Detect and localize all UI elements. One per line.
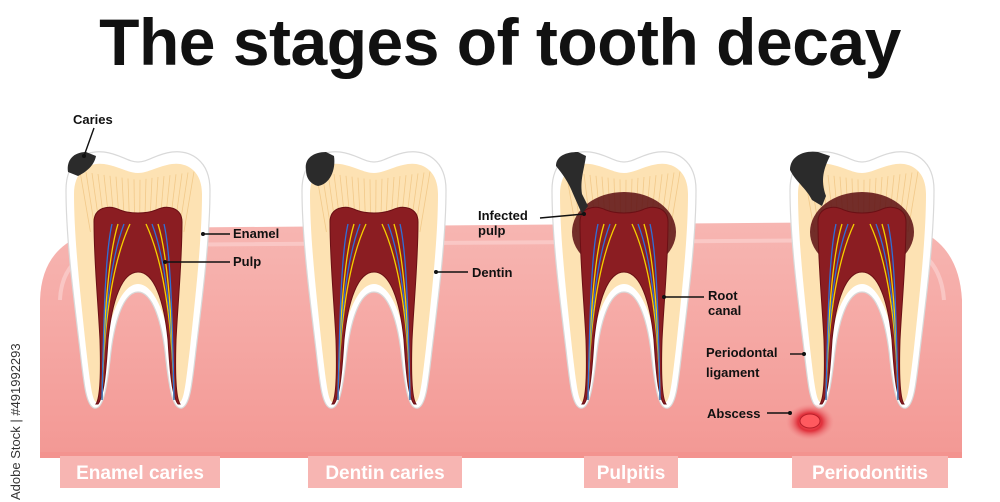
stage-label-1: Enamel caries	[76, 463, 204, 484]
label-abscess: Abscess	[707, 406, 760, 421]
label-periodontal-line2: ligament	[706, 365, 760, 380]
label-dentin: Dentin	[472, 265, 513, 280]
label-pulp: Pulp	[233, 254, 261, 269]
label-infected-line2: pulp	[478, 223, 505, 238]
stage-label-4: Periodontitis	[812, 463, 928, 484]
label-enamel: Enamel	[233, 226, 279, 241]
watermark: Adobe Stock | #491992293	[6, 262, 26, 502]
abscess-core	[800, 414, 820, 428]
stage-label-3: Pulpitis	[597, 463, 666, 484]
label-caries: Caries	[73, 112, 113, 127]
label-infected-line1: Infected	[478, 208, 528, 223]
label-root-line1: Root	[708, 288, 738, 303]
label-root-line2: canal	[708, 303, 741, 318]
stage-label-2: Dentin caries	[325, 463, 444, 484]
label-periodontal-line1: Periodontal	[706, 345, 778, 360]
